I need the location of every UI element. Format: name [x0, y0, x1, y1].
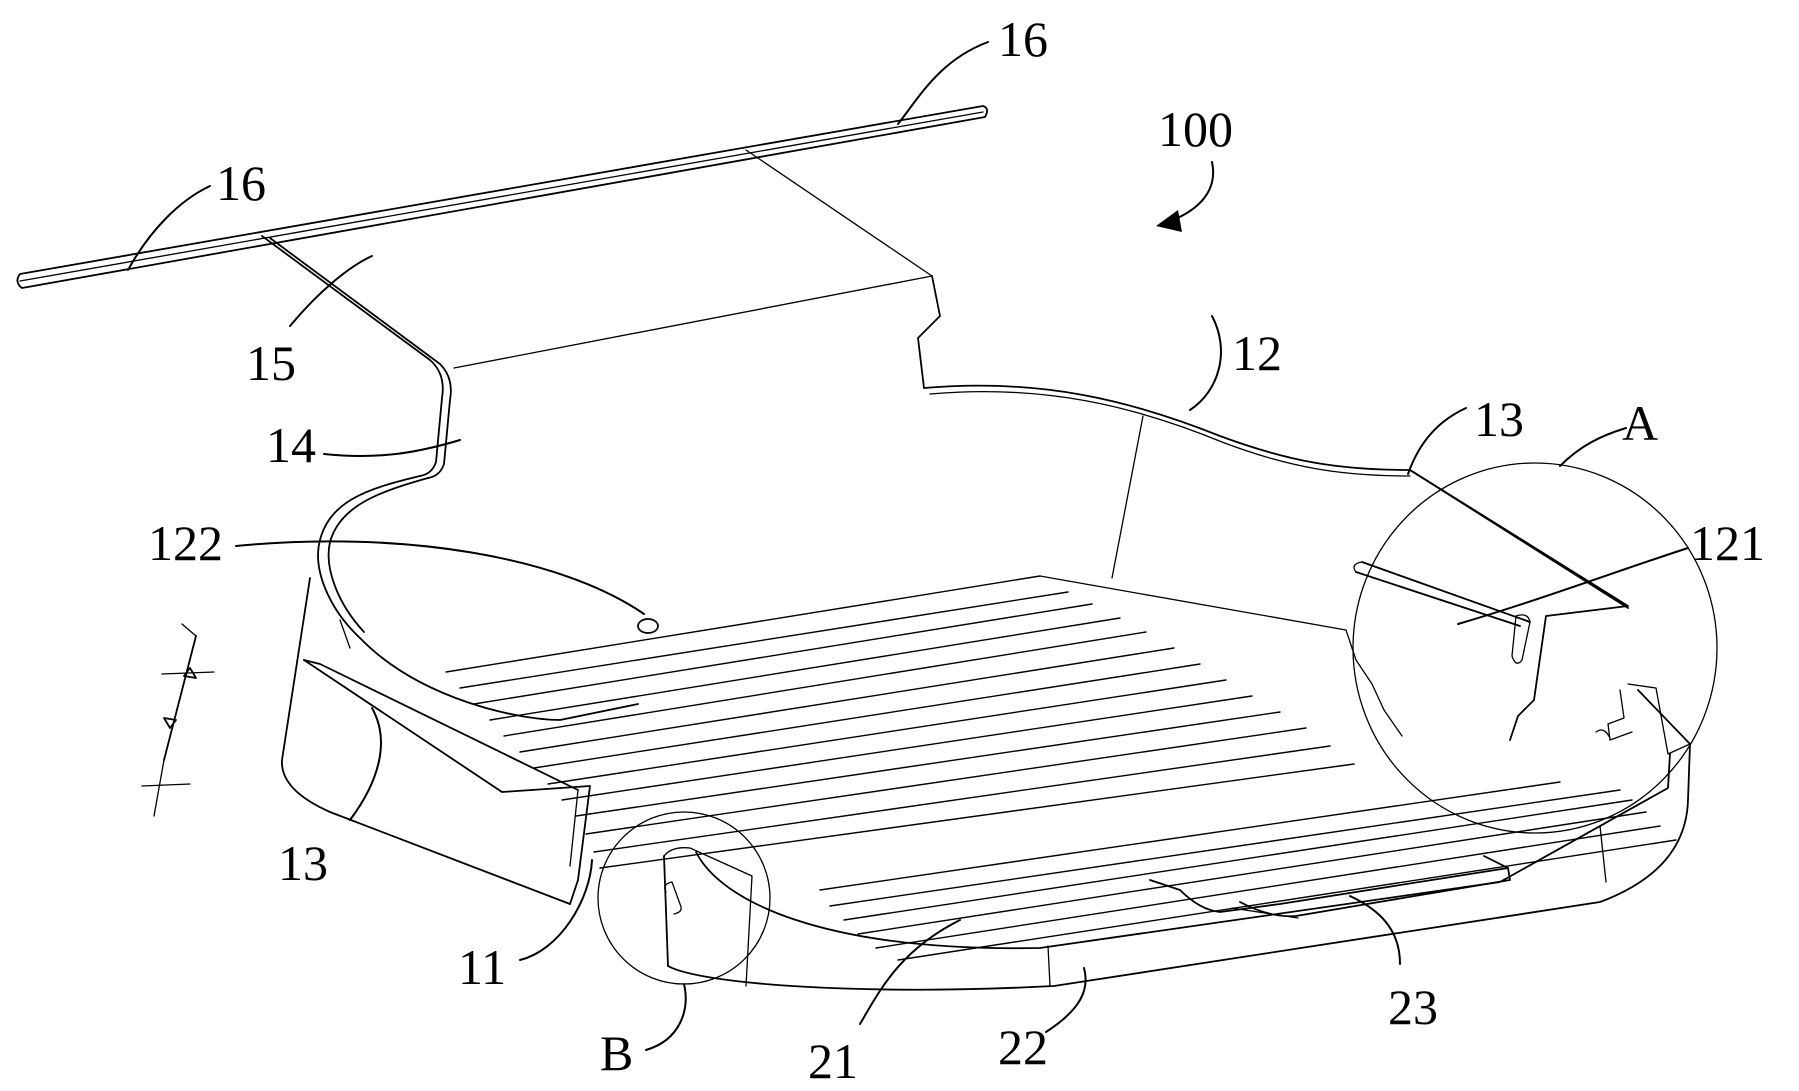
label-11: 11 — [458, 939, 506, 995]
label-16-left: 16 — [216, 155, 266, 211]
liner-left-body — [281, 475, 639, 905]
ledge-13-right — [1353, 469, 1629, 741]
leader-lines — [127, 41, 1689, 1051]
detail-circle-a — [1352, 462, 1718, 834]
label-14: 14 — [266, 417, 316, 473]
pin-122 — [637, 618, 659, 634]
label-b: B — [600, 1025, 633, 1081]
label-122: 122 — [148, 515, 223, 571]
reference-labels: 16 100 16 15 12 13 A 14 122 121 13 11 23… — [148, 11, 1765, 1089]
dimension-marker — [141, 623, 215, 817]
label-23: 23 — [1388, 979, 1438, 1035]
label-22: 22 — [998, 1019, 1048, 1075]
label-121: 121 — [1690, 515, 1765, 571]
ledge-13-left — [303, 659, 591, 905]
label-15: 15 — [246, 335, 296, 391]
label-16-top: 16 — [998, 11, 1048, 67]
label-13-right: 13 — [1474, 391, 1524, 447]
label-100: 100 — [1158, 101, 1233, 157]
label-a: A — [1622, 395, 1658, 451]
grill-slats — [445, 575, 1677, 961]
label-13-left: 13 — [278, 835, 328, 891]
rod-16 — [16, 105, 988, 289]
label-12: 12 — [1232, 325, 1282, 381]
label-21: 21 — [808, 1033, 858, 1089]
liner-upper-wall — [261, 149, 1629, 609]
tray-22 — [663, 683, 1691, 991]
handle-23 — [1149, 855, 1511, 919]
